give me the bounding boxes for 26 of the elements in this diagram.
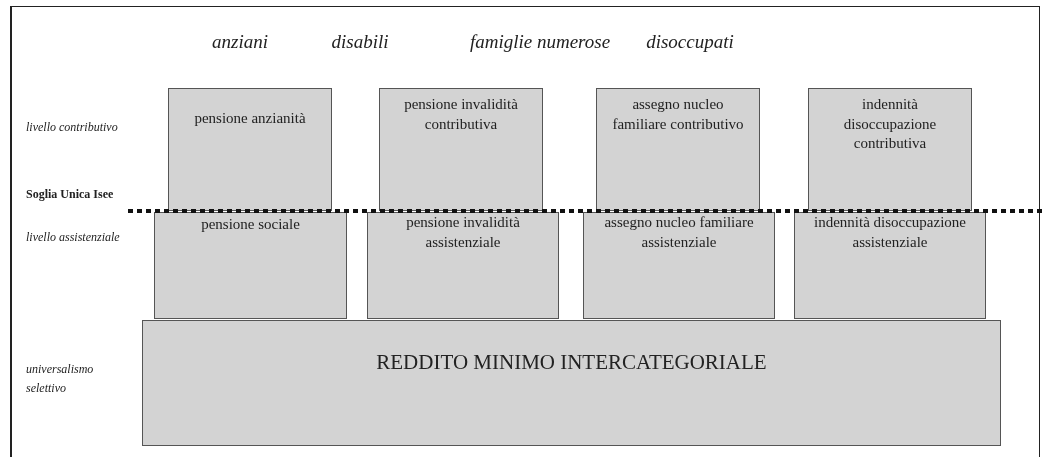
box-text: pensione invalidità contributiva: [403, 95, 519, 134]
category-box: [168, 88, 332, 211]
box-text: indennità disoccupazione assistenziale: [813, 213, 967, 252]
row-column-label: disoccupati: [645, 30, 735, 54]
box-text: pensione sociale: [200, 215, 301, 234]
box-text: REDDITO MINIMO INTERCATEGORIALE: [375, 349, 768, 376]
category-box: [142, 320, 1001, 446]
box-text: assegno nucleo familiare assistenziale: [603, 213, 755, 252]
row-column-label: Soglia Unica Isee: [26, 187, 115, 202]
category-box: [154, 212, 347, 319]
category-box: [583, 212, 775, 319]
category-box: [379, 88, 543, 211]
box-text: pensione invalidità assistenziale: [405, 213, 521, 252]
box-text: pensione anzianità: [193, 109, 307, 128]
row-column-label: famiglie numerose: [468, 30, 612, 54]
box-text: assegno nucleo familiare contributivo: [611, 95, 745, 134]
row-column-label: disabili: [330, 30, 390, 54]
row-column-label: livello contributivo: [26, 119, 119, 136]
category-box: [596, 88, 760, 211]
box-text: indennità disoccupazione contributiva: [842, 95, 938, 153]
category-box: [808, 88, 972, 211]
row-column-label: anziani: [211, 30, 269, 54]
row-column-label: livello assistenziale: [26, 229, 121, 246]
category-box: [367, 212, 559, 319]
row-column-label: universalismo selettivo: [26, 361, 95, 397]
category-box: [794, 212, 986, 319]
